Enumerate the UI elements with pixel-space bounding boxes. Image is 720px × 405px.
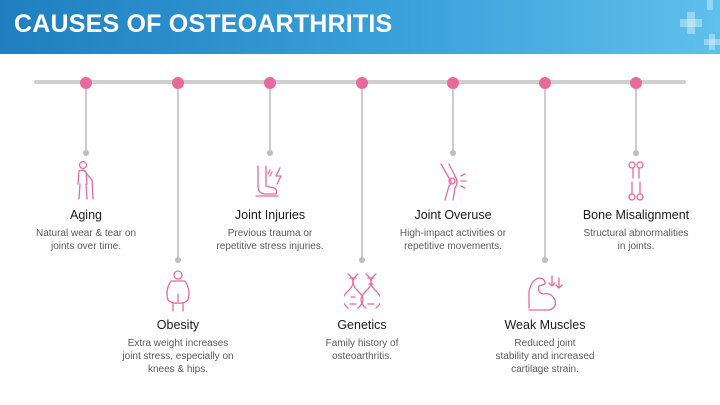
plus-decoration-icon <box>702 0 718 12</box>
elderly-person-icon <box>77 160 94 200</box>
obese-person-icon <box>166 270 190 312</box>
cause-genetics: Genetics Family history of osteoarthriti… <box>277 270 447 363</box>
timeline-dot <box>264 77 276 89</box>
timeline-dot <box>447 77 459 89</box>
cause-title: Weak Muscles <box>504 318 586 332</box>
timeline-dot <box>356 77 368 89</box>
cause-aging: Aging Natural wear & tear on joints over… <box>1 160 171 253</box>
plus-decoration-icon <box>704 34 720 50</box>
dna-icon <box>344 273 380 309</box>
cause-title: Obesity <box>156 318 200 332</box>
plus-decoration-icon <box>680 12 702 34</box>
cause-joint-overuse: Joint Overuse High-impact activities or … <box>368 160 538 253</box>
cause-description: Structural abnormalities in joints. <box>583 228 689 252</box>
timeline-stem-end <box>633 150 639 156</box>
timeline-stem <box>635 89 637 152</box>
cause-bone-misalignment: Bone Misalignment Structural abnormaliti… <box>551 160 720 253</box>
page-title: CAUSES OF OSTEOARTHRITIS <box>14 10 393 38</box>
weak-arm-muscle-icon <box>528 275 563 311</box>
timeline-dot <box>172 77 184 89</box>
cause-title: Genetics <box>337 318 387 332</box>
cause-title: Bone Misalignment <box>582 208 690 222</box>
timeline-stem <box>361 89 363 259</box>
timeline-stem <box>452 89 454 152</box>
timeline-stem-end <box>542 257 548 263</box>
cause-weak-muscles: Weak Muscles Reduced joint stability and… <box>460 270 630 376</box>
cause-title: Joint Overuse <box>414 208 492 222</box>
timeline-stem-end <box>267 150 273 156</box>
injured-foot-icon <box>255 165 282 197</box>
header-banner: CAUSES OF OSTEOARTHRITIS <box>0 0 720 54</box>
timeline-stem-end <box>175 257 181 263</box>
cause-title: Joint Injuries <box>234 208 306 222</box>
cause-description: Reduced joint stability and increased ca… <box>495 338 595 375</box>
cause-description: Extra weight increases joint stress, esp… <box>122 338 234 375</box>
timeline-stem <box>177 89 179 259</box>
cause-description: Previous trauma or repetitive stress inj… <box>216 228 324 252</box>
cause-joint-injuries: Joint Injuries Previous trauma or repeti… <box>185 160 355 253</box>
cause-title: Aging <box>70 208 102 222</box>
timeline-stem-end <box>83 150 89 156</box>
timeline-stem <box>269 89 271 152</box>
timeline-stem <box>544 89 546 259</box>
cause-description: Natural wear & tear on joints over time. <box>35 228 137 252</box>
knee-joint-icon <box>440 163 467 201</box>
cause-description: High-impact activities or repetitive mov… <box>399 228 507 252</box>
timeline-dot <box>539 77 551 89</box>
cause-description: Family history of osteoarthritis. <box>325 338 399 362</box>
timeline-stem-end <box>359 257 365 263</box>
timeline-dot <box>80 77 92 89</box>
timeline-dot <box>630 77 642 89</box>
timeline-stem-end <box>450 150 456 156</box>
timeline-stem <box>85 89 87 152</box>
bone-icon <box>628 161 644 201</box>
cause-obesity: Obesity Extra weight increases joint str… <box>93 270 263 376</box>
